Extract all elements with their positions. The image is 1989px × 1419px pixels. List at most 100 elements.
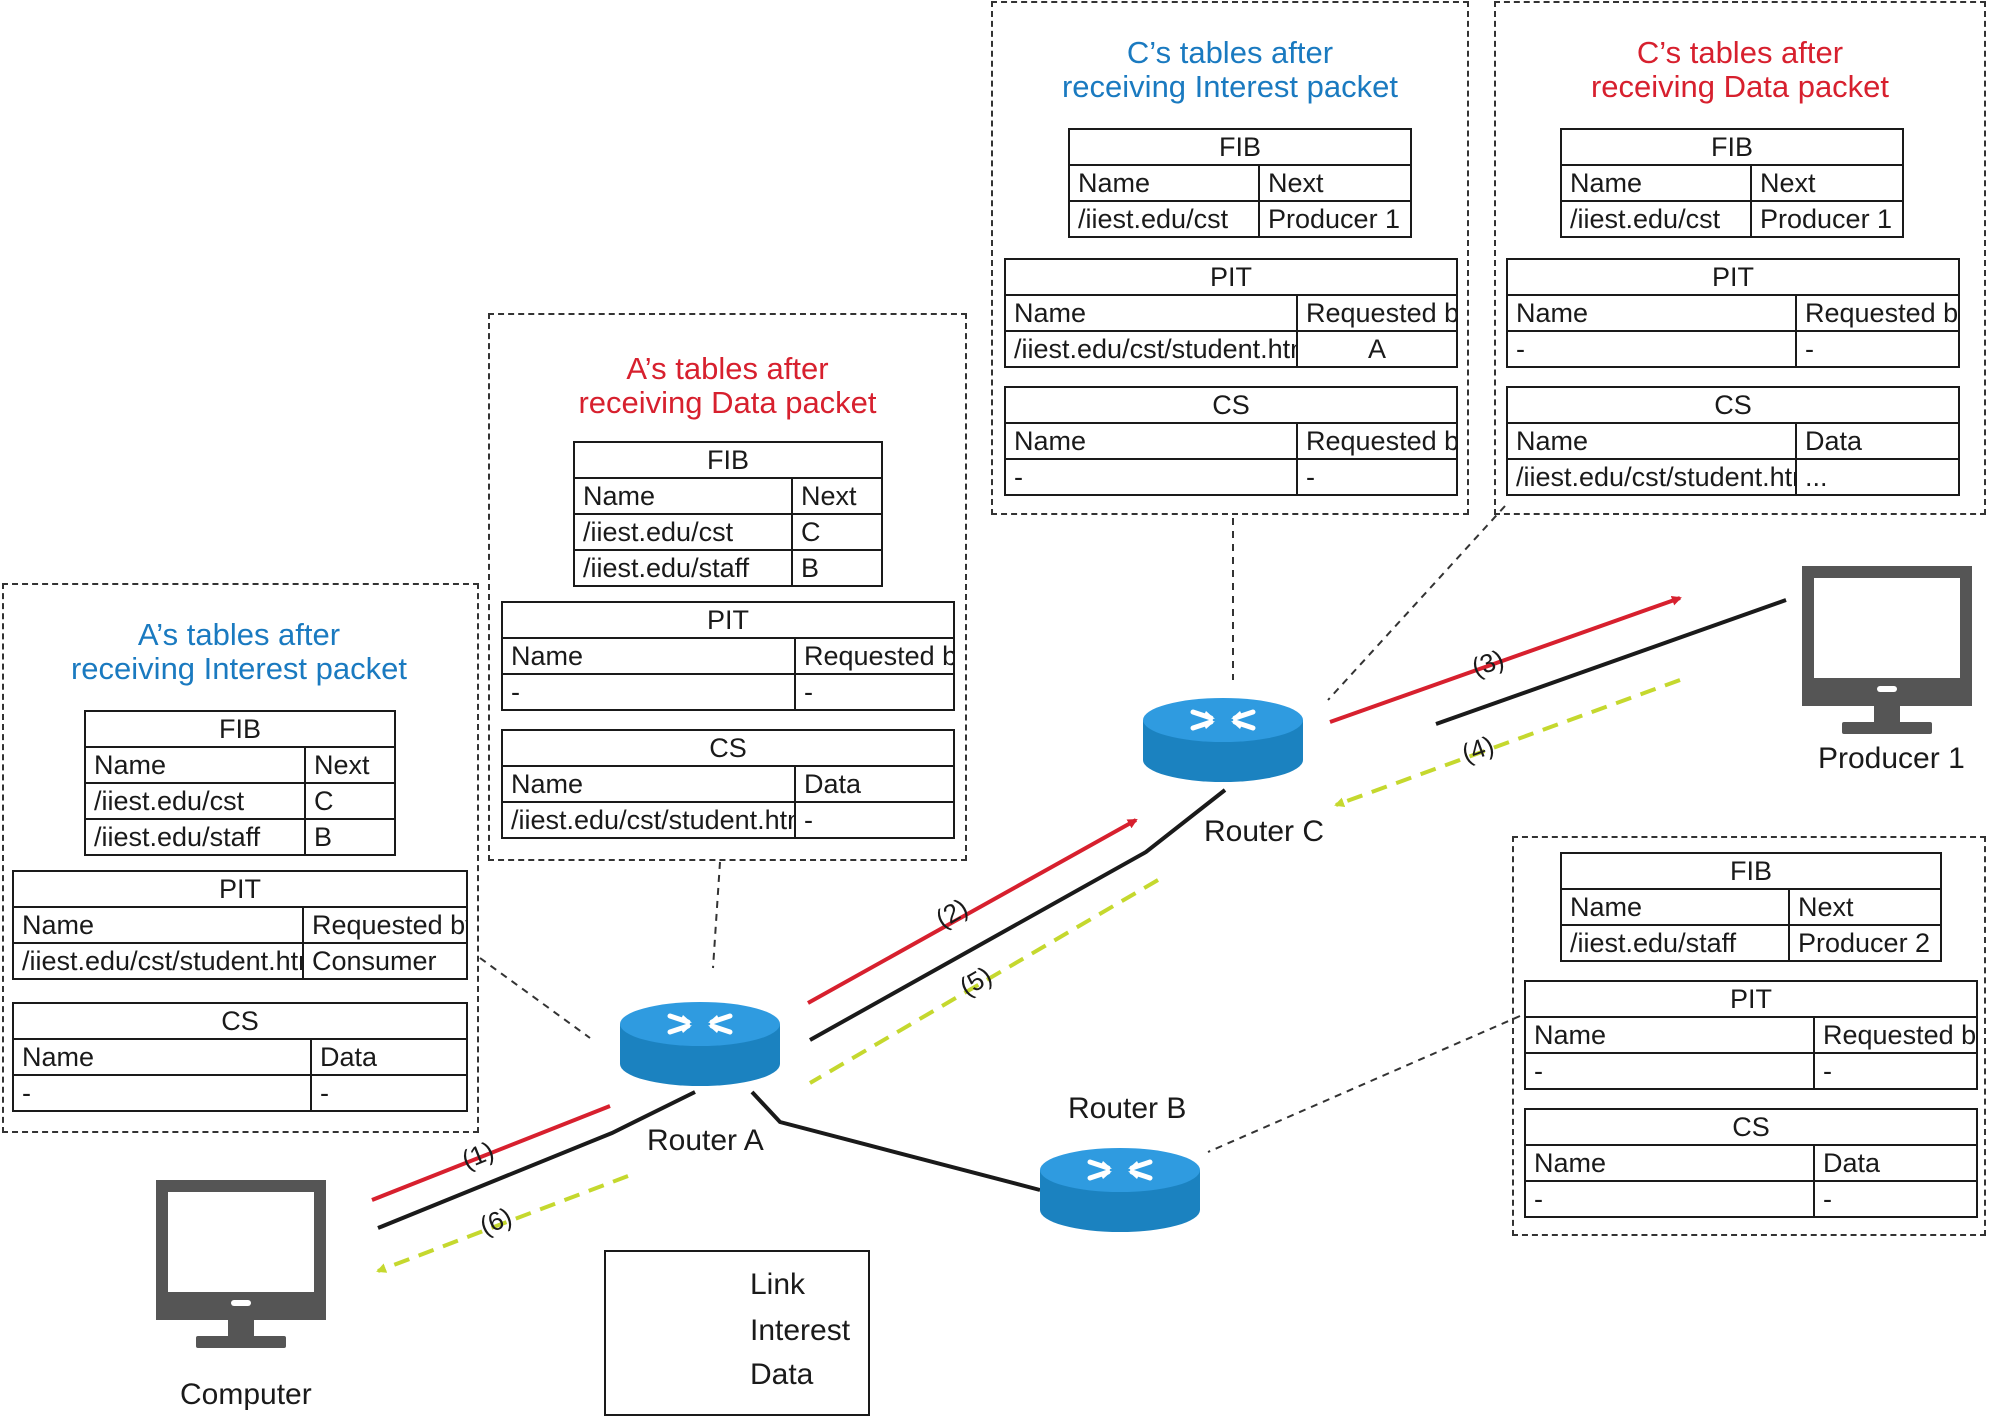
table-cell: -: [12, 1074, 312, 1112]
table-cell: /iiest.edu/cst/student.htm: [1506, 458, 1797, 496]
table-cell: -: [793, 801, 956, 839]
table-cell: /iiest.edu/staff: [573, 549, 793, 587]
col-name: Name: [1506, 422, 1797, 460]
table-cell: /iiest.edu/staff: [84, 818, 306, 856]
table-cell: -: [1794, 330, 1961, 368]
col-name: Name: [1506, 294, 1797, 332]
table-cell: /iiest.edu/cst: [1068, 200, 1260, 238]
panel-c-interest: C’s tables after receiving Interest pack…: [991, 1, 1469, 515]
fib-header: FIB: [83, 710, 397, 748]
legend-link-label: Link: [750, 1268, 806, 1301]
router-c-icon: [1143, 698, 1303, 782]
table-cell: /iiest.edu/cst: [573, 513, 793, 551]
link-c-producer1: [1435, 598, 1787, 726]
col-data: Data: [309, 1038, 469, 1076]
data-arrow-4: [1334, 678, 1681, 807]
col-name: Name: [1524, 1016, 1815, 1054]
panel-title: A’s tables after receiving Data packet: [578, 351, 877, 420]
leader-lines: [479, 505, 1521, 1153]
fib-header: FIB: [1067, 128, 1413, 166]
table-cell: B: [790, 549, 884, 587]
interest-arrow-3: [1329, 595, 1682, 724]
table-cell: Consumer: [301, 942, 469, 980]
table-cell: -: [1812, 1052, 1979, 1090]
col-name: Name: [1004, 294, 1298, 332]
col-requested-by: Requested by: [1295, 294, 1459, 332]
pit-header: PIT: [1523, 980, 1979, 1018]
table-cell: -: [501, 673, 796, 711]
cs-header: CS: [1523, 1108, 1979, 1146]
computer-label: Computer: [180, 1378, 312, 1411]
pit-header: PIT: [11, 870, 469, 908]
col-next: Next: [1749, 164, 1905, 202]
table-cell: /iiest.edu/cst: [84, 782, 306, 820]
producer1-icon: [1802, 566, 1972, 734]
table-cell: Producer 1: [1257, 200, 1413, 238]
producer1-label: Producer 1: [1818, 742, 1965, 775]
col-next: Next: [790, 477, 884, 515]
table-cell: /iiest.edu/cst/student.htm: [12, 942, 304, 980]
panel-c-data: C’s tables after receiving Data packet: [1494, 1, 1986, 515]
interest-arrows: [371, 595, 1682, 1202]
router-a-label: Router A: [647, 1124, 764, 1157]
link-a-b: [750, 1090, 1041, 1192]
pit-header: PIT: [1003, 258, 1459, 296]
router-a-icon: [620, 1002, 780, 1086]
col-name: Name: [501, 765, 796, 803]
panel-title: C’s tables after receiving Interest pack…: [1061, 35, 1398, 104]
col-name: Name: [1560, 888, 1790, 926]
table-cell: -: [1506, 330, 1797, 368]
col-name: Name: [12, 1038, 312, 1076]
fib-header: FIB: [572, 441, 884, 479]
router-c-label: Router C: [1204, 815, 1325, 848]
table-cell: -: [1004, 458, 1298, 496]
leader-c-data: [1327, 505, 1506, 701]
table-cell: -: [1295, 458, 1459, 496]
col-name: Name: [12, 906, 304, 944]
cs-header: CS: [11, 1002, 469, 1040]
table-cell: -: [309, 1074, 469, 1112]
data-arrows: [376, 678, 1681, 1273]
data-arrow-6: [376, 1174, 629, 1273]
panel-a-interest: A’s tables after receiving Interest pack…: [2, 583, 479, 1133]
col-next: Next: [303, 746, 397, 784]
fib-header: FIB: [1559, 852, 1943, 890]
table-cell: -: [1524, 1180, 1815, 1218]
table-cell: B: [303, 818, 397, 856]
col-name: Name: [1004, 422, 1298, 460]
col-name: Name: [84, 746, 306, 784]
table-cell: /iiest.edu/cst/student.htm: [1004, 330, 1298, 368]
interest-arrow-1: [371, 1104, 611, 1202]
col-requested-by: Requested by: [793, 637, 956, 675]
link-computer-a: [377, 1090, 696, 1230]
table-cell: -: [1524, 1052, 1815, 1090]
col-data: Data: [1812, 1144, 1979, 1182]
leader-a-interest: [479, 957, 591, 1039]
link-a-c: [809, 788, 1227, 1042]
table-cell: -: [793, 673, 956, 711]
col-data: Data: [1794, 422, 1961, 460]
col-requested-by: Requested by: [1812, 1016, 1979, 1054]
legend-data-label: Data: [750, 1358, 814, 1391]
col-name: Name: [1068, 164, 1260, 202]
panel-b-tables: [1512, 836, 1986, 1236]
router-b-label: Router B: [1068, 1092, 1187, 1125]
table-cell: Producer 1: [1749, 200, 1905, 238]
table-cell: C: [790, 513, 884, 551]
col-name: Name: [1524, 1144, 1815, 1182]
leader-b-tables: [1207, 1015, 1521, 1153]
cs-header: CS: [1003, 386, 1459, 424]
table-cell: ...: [1794, 458, 1961, 496]
col-next: Next: [1257, 164, 1413, 202]
